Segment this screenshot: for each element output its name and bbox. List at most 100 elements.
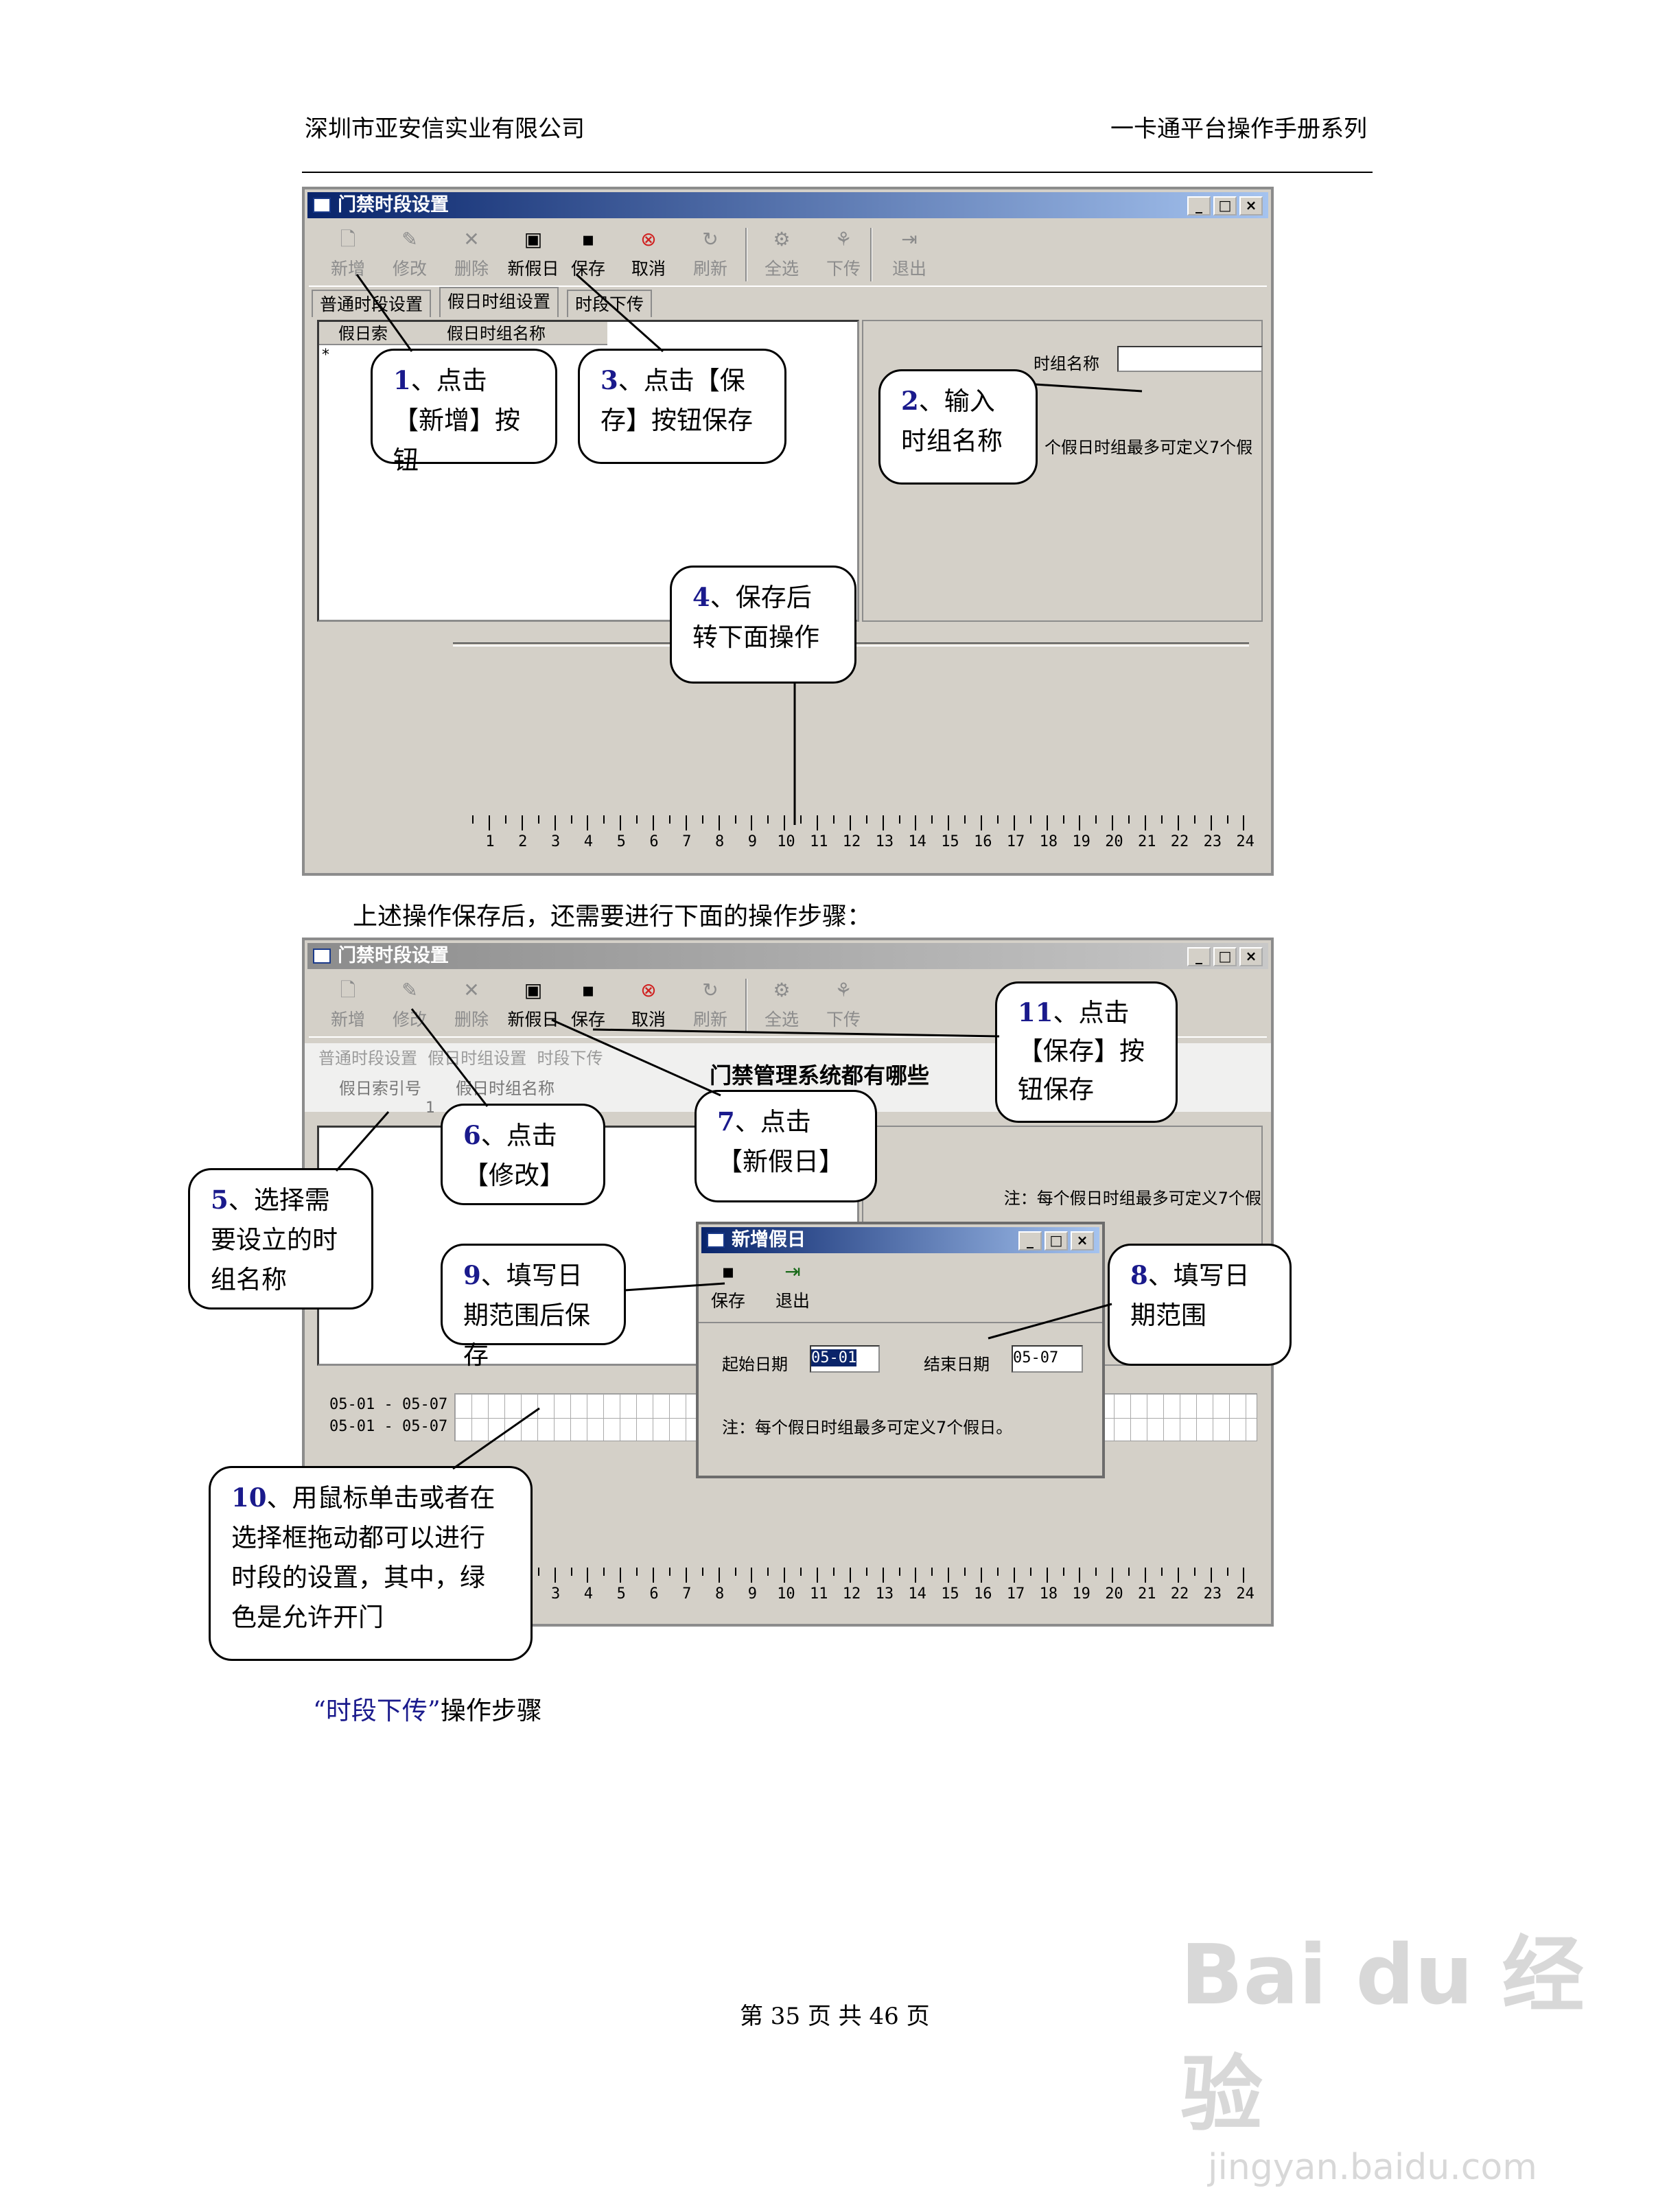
ruler-label: 13 <box>875 833 894 850</box>
minimize-icon[interactable]: _ <box>1187 947 1211 966</box>
ruler-half-tick <box>832 815 835 824</box>
ruler-half-tick <box>767 815 769 824</box>
ruler-label: 12 <box>842 833 861 850</box>
tab-period-download[interactable]: 时段下传 <box>567 290 653 317</box>
ruler-label: 3 <box>550 833 561 850</box>
grid-header: 假日索引号 假日时组名称 <box>318 1075 607 1098</box>
select-all-button[interactable]: ⚙全选 <box>764 228 799 279</box>
ruler-half-tick <box>996 815 999 824</box>
end-date-input[interactable]: 05-07 <box>1012 1345 1083 1373</box>
ruler-tick <box>1046 1568 1048 1583</box>
ruler-half-tick <box>1095 815 1097 824</box>
callout-step-8: 8、填写日期范围 <box>1108 1244 1292 1366</box>
edit-icon: ✎ <box>401 979 418 1001</box>
ruler-tick <box>882 1568 884 1583</box>
start-date-input[interactable]: 05-01 <box>810 1345 880 1373</box>
close-icon[interactable]: × <box>1239 947 1263 966</box>
ruler-tick <box>620 1568 622 1583</box>
minimize-icon[interactable]: _ <box>1187 196 1211 216</box>
save-button[interactable]: ▪保存 <box>570 228 605 279</box>
refresh-button[interactable]: ↻刷新 <box>692 228 727 279</box>
close-icon[interactable]: × <box>1239 196 1263 216</box>
ruler-label: 11 <box>810 1585 828 1603</box>
cancel-button[interactable]: ⊗取消 <box>631 228 666 279</box>
ruler-tick <box>1013 815 1015 830</box>
close-icon[interactable]: × <box>1071 1231 1094 1250</box>
callout-step-4: 4、保存后转下面操作 <box>670 566 856 684</box>
add-button[interactable]: 🗋新增 <box>330 228 365 279</box>
ruler-half-tick <box>504 815 506 824</box>
ruler-tick <box>981 1568 982 1583</box>
window1-title: 门禁时段设置 <box>338 194 449 216</box>
tab-normal-period[interactable]: 普通时段设置 <box>312 290 432 317</box>
ruler-half-tick <box>1128 1568 1130 1576</box>
maximize-icon[interactable]: □ <box>1045 1231 1068 1250</box>
select-all-button[interactable]: ⚙全选 <box>764 979 799 1029</box>
edit-button[interactable]: ✎修改 <box>392 979 427 1029</box>
dialog-exit-button[interactable]: ⇥退出 <box>775 1260 810 1311</box>
screenshot-window-1: 门禁时段设置 _ □ × 🗋新增 ✎修改 ✕删除 ▣新假日 ▪保存 ⊗取消 ↻刷… <box>302 187 1274 876</box>
new-holiday-button[interactable]: ▣新假日 <box>507 979 559 1029</box>
ruler-half-tick <box>701 1568 703 1576</box>
ruler-half-tick <box>964 815 966 824</box>
group-name-input[interactable] <box>1117 346 1263 372</box>
ruler-half-tick <box>1193 815 1195 824</box>
ruler-label: 17 <box>1006 833 1025 850</box>
ruler-label: 23 <box>1203 833 1222 850</box>
ruler-tick <box>1177 1568 1179 1583</box>
window-icon <box>707 1233 725 1248</box>
ruler-half-tick <box>865 815 867 824</box>
ruler-tick <box>1210 1568 1212 1583</box>
window-controls: _ □ × <box>1018 1231 1094 1250</box>
maximize-icon[interactable]: □ <box>1213 947 1237 966</box>
ruler-label: 5 <box>616 833 626 850</box>
edit-button[interactable]: ✎修改 <box>392 228 427 279</box>
end-date-label: 结束日期 <box>924 1355 990 1374</box>
grid-row-index: 1 <box>425 1099 435 1117</box>
window2-titlebar: 门禁时段设置 _ □ × <box>307 943 1268 969</box>
exit-button[interactable]: ⇥退出 <box>891 228 926 279</box>
page-footer: 第 35 页 共 46 页 <box>740 2003 930 2030</box>
dialog-save-button[interactable]: ▪保存 <box>710 1260 745 1311</box>
download-button[interactable]: ⚘下传 <box>826 979 861 1029</box>
floppy-icon: ▪ <box>581 979 595 1001</box>
download-button[interactable]: ⚘下传 <box>826 228 861 279</box>
ruler-half-tick <box>1160 1568 1163 1576</box>
window1-titlebar: 门禁时段设置 _ □ × <box>307 192 1268 218</box>
ruler-half-tick <box>636 815 638 824</box>
delete-icon: ✕ <box>463 979 480 1001</box>
add-button[interactable]: 🗋新增 <box>330 979 365 1029</box>
callout-step-6: 6、点击【修改】 <box>441 1104 605 1205</box>
ruler-label: 18 <box>1039 1585 1058 1603</box>
refresh-icon: ↻ <box>702 228 719 251</box>
grid-col-name: 假日时组名称 <box>447 324 546 343</box>
delete-button[interactable]: ✕删除 <box>454 979 489 1029</box>
delete-button[interactable]: ✕删除 <box>454 228 489 279</box>
ruler-half-tick <box>537 815 539 824</box>
minimize-icon[interactable]: _ <box>1018 1231 1042 1250</box>
ruler-tick <box>685 815 687 830</box>
header-company: 深圳市亚安信实业有限公司 <box>305 115 585 143</box>
select-all-icon: ⚙ <box>773 979 791 1001</box>
grid-col-index: 假日索 <box>338 324 388 343</box>
ruler-half-tick <box>603 815 605 824</box>
maximize-icon[interactable]: □ <box>1213 196 1237 216</box>
save-button[interactable]: ▪保存 <box>570 979 605 1029</box>
callout-step-10: 10、用鼠标单击或者在选择框拖动都可以进行时段的设置，其中，绿色是允许开门 <box>209 1466 533 1661</box>
cancel-button[interactable]: ⊗取消 <box>631 979 666 1029</box>
ruler-tick <box>817 1568 818 1583</box>
tab-holiday-group[interactable]: 假日时组设置 <box>439 287 559 317</box>
ruler-label: 16 <box>974 1585 992 1603</box>
ruler-label: 8 <box>714 833 725 850</box>
new-holiday-button[interactable]: ▣新假日 <box>507 228 559 279</box>
section-heading: “时段下传”操作步骤 <box>313 1696 542 1725</box>
grid-col-name: 假日时组名称 <box>456 1079 555 1098</box>
ruler-label: 8 <box>714 1585 725 1603</box>
select-all-icon: ⚙ <box>773 228 791 251</box>
ruler-half-tick <box>570 1568 572 1576</box>
ruler-label: 20 <box>1105 1585 1123 1603</box>
dialog-title: 新增假日 <box>732 1229 806 1250</box>
refresh-button[interactable]: ↻刷新 <box>692 979 727 1029</box>
window-controls: _ □ × <box>1187 196 1263 216</box>
ruler-half-tick <box>668 815 670 824</box>
